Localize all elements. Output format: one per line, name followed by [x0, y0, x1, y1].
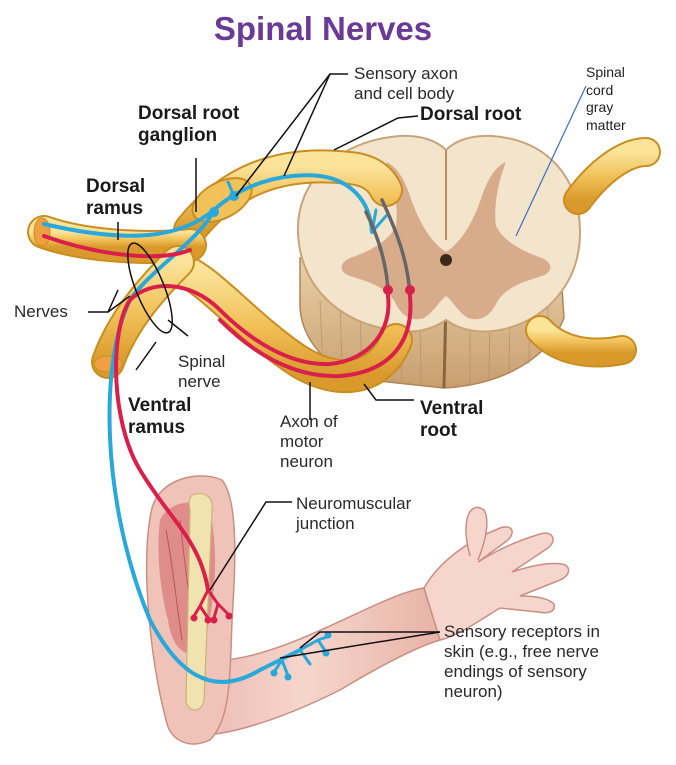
diagram-title: Spinal Nerves [213, 10, 433, 47]
label-nmj-line1: Neuromuscular [296, 494, 412, 513]
label-sensory-axon: Sensory axon and cell body [354, 64, 458, 104]
label-dorsal-root: Dorsal root [420, 104, 522, 125]
label-neuromuscular-junction: Neuromuscular junction [296, 494, 411, 534]
label-drg-line1: Dorsal root [138, 103, 240, 124]
sensory-neuron [42, 173, 388, 684]
label-dorsal-root-ganglion: Dorsal root ganglion [138, 103, 239, 148]
label-axon-line1: Axon of [280, 412, 338, 431]
label-sensory-axon-line2: and cell body [354, 84, 455, 104]
label-ventral-ramus-line1: Ventral [128, 395, 192, 416]
right-nerve-roots [525, 137, 661, 368]
label-sensory-receptors: Sensory receptors in skin (e.g., free ne… [444, 622, 600, 702]
label-nmj-line2: junction [296, 514, 355, 534]
label-receptors-line4: neuron) [444, 682, 503, 702]
label-axon-motor-neuron: Axon of motor neuron [280, 412, 338, 472]
label-receptors-line1: Sensory receptors in [444, 622, 600, 641]
label-gm-line3: gray [586, 99, 614, 115]
label-gm-line2: cord [586, 81, 614, 98]
label-gm-line4: matter [586, 116, 626, 133]
motor-neuron [42, 234, 415, 624]
label-ventral-ramus-line2: ramus [128, 417, 186, 439]
label-dorsal-ramus: Dorsal ramus [86, 176, 145, 221]
leader-lines [88, 73, 441, 659]
label-gm-line1: Spinal [586, 64, 625, 80]
label-ventral-ramus: Ventral ramus [128, 395, 191, 440]
label-drg-line2: ganglion [138, 125, 218, 147]
label-axon-line2: motor [280, 432, 324, 452]
label-axon-line3: neuron [280, 452, 333, 472]
label-spinal-nerve: Spinal nerve [178, 352, 225, 392]
gray-matter [341, 162, 551, 320]
label-ventral-root: Ventral root [420, 398, 483, 443]
label-receptors-line2: skin (e.g., free nerve [444, 642, 599, 662]
label-dorsal-ramus-line2: ramus [86, 198, 144, 220]
label-nerves: Nerves [14, 302, 68, 321]
label-dorsal-ramus-line1: Dorsal [86, 176, 146, 197]
label-spinal-nerve-line1: Spinal [178, 352, 226, 371]
label-ventral-root-line1: Ventral [420, 398, 484, 419]
label-spinal-nerve-line2: nerve [178, 372, 221, 392]
label-spinal-cord-gray-matter: Spinal cord gray matter [586, 64, 626, 134]
label-ventral-root-line2: root [420, 420, 457, 442]
label-receptors-line3: endings of sensory [444, 662, 587, 682]
label-sensory-axon-line1: Sensory axon [354, 64, 458, 83]
gray-matter-leader [515, 85, 587, 237]
